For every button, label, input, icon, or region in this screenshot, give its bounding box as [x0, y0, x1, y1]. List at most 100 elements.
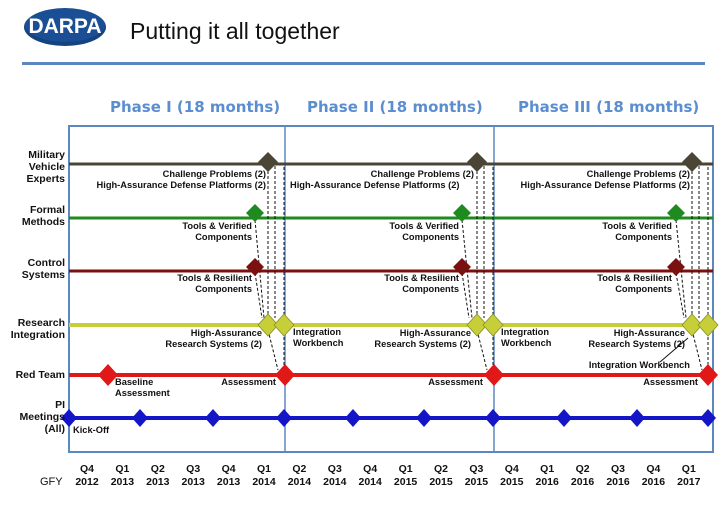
meeting-9 [629, 409, 645, 427]
milestone-formal-1 [246, 204, 264, 222]
quarter-year: 2013 [146, 476, 170, 488]
ann-integration-1b: Workbench [293, 338, 344, 348]
ann-baseline-2: Assessment [115, 388, 170, 398]
quarter-q: Q3 [610, 463, 625, 475]
ann-challenge-3: Challenge Problems (2) [586, 169, 690, 179]
quarter-q: Q1 [115, 463, 130, 475]
quarter-year: 2015 [429, 476, 453, 488]
milestone-assessment-2 [484, 364, 504, 386]
meeting-2 [132, 409, 148, 427]
ann-ha-research-2: High-Assurance [399, 328, 471, 338]
quarter-year: 2017 [677, 476, 701, 488]
ann-assessment-3: Assessment [643, 377, 698, 387]
meeting-kickoff [61, 409, 77, 427]
phase-2-header: Phase II (18 months) [307, 98, 483, 116]
milestone-challenge-1 [258, 152, 278, 172]
milestone-formal-3 [667, 204, 685, 222]
quarter-year: 2014 [358, 476, 382, 488]
milestone-ri-1a [257, 313, 279, 337]
quarter-year: 2015 [464, 476, 489, 488]
row-label-formal: Formal Methods [21, 204, 65, 228]
ann-ha-systems-1: Research Systems (2) [165, 339, 262, 349]
ann-integration-workbench-3: Integration Workbench [588, 360, 690, 370]
row-label-red-team: Red Team [15, 369, 65, 381]
meeting-3 [205, 409, 221, 427]
quarter-q: Q1 [681, 463, 696, 475]
ann-platforms-1: High-Assurance Defense Platforms (2) [96, 180, 266, 190]
timeline-frame [68, 125, 714, 453]
ann-challenge-2: Challenge Problems (2) [370, 169, 474, 179]
quarter-year: 2013 [216, 476, 241, 488]
ann-baseline-1: Baseline [115, 377, 154, 387]
ann-components-r3: Components [615, 284, 672, 294]
meeting-5 [345, 409, 361, 427]
milestone-control-3 [667, 258, 685, 276]
quarter-year: 2016 [570, 476, 595, 488]
ann-components-v2: Components [402, 232, 459, 242]
phase-3-header: Phase III (18 months) [518, 98, 700, 116]
quarter-q: Q2 [150, 463, 165, 475]
dependency-arrows-phase-1 [254, 166, 285, 371]
quarter-q: Q3 [469, 463, 484, 475]
quarter-year: 2015 [393, 476, 418, 488]
title-divider [22, 62, 705, 65]
ann-platforms-2: High-Assurance Defense Platforms (2) [290, 180, 460, 190]
dependency-arrows-phase-3 [659, 166, 709, 371]
meeting-7 [485, 409, 501, 427]
milestone-ri-2b [482, 313, 504, 337]
ann-tools-verified-3: Tools & Verified [602, 221, 672, 231]
quarter-q: Q3 [327, 463, 342, 475]
quarter-q: Q3 [186, 463, 201, 475]
milestone-control-2 [453, 258, 471, 276]
phase-1-header: Phase I (18 months) [110, 98, 281, 116]
row-label-research: Research Integration [10, 317, 65, 341]
axis-label-gfy: GFY [40, 476, 63, 488]
quarter-year: 2014 [323, 476, 347, 488]
milestone-challenge-2 [467, 152, 487, 172]
ann-tools-resilient-3: Tools & Resilient [597, 273, 672, 283]
ann-tools-resilient-1: Tools & Resilient [177, 273, 252, 283]
ann-tools-verified-2: Tools & Verified [389, 221, 459, 231]
quarter-q: Q4 [79, 463, 94, 475]
quarter-q: Q1 [256, 463, 271, 475]
milestone-assessment-1 [275, 364, 295, 386]
milestone-control-1 [246, 258, 264, 276]
page-title: Putting it all together [130, 18, 340, 44]
ann-assessment-1: Assessment [221, 377, 276, 387]
ann-components-r1: Components [195, 284, 252, 294]
ann-integration-2b: Workbench [501, 338, 552, 348]
ann-ha-systems-2: Research Systems (2) [374, 339, 471, 349]
milestone-ri-3a [681, 313, 703, 337]
meeting-8 [556, 409, 572, 427]
quarter-q: Q4 [504, 463, 519, 475]
quarter-year: 2013 [181, 476, 205, 488]
quarter-year: 2013 [110, 476, 135, 488]
ann-kickoff: Kick-Off [73, 425, 110, 435]
quarter-year: 2016 [535, 476, 559, 488]
ann-ha-systems-3: Research Systems (2) [588, 339, 685, 349]
milestone-ri-2a [466, 313, 488, 337]
quarter-q: Q4 [646, 463, 661, 475]
milestone-ri-1b [273, 313, 295, 337]
row-label-pi-meetings: PI Meetings (All) [19, 399, 65, 435]
milestone-ri-3b [697, 313, 719, 337]
quarter-year: 2014 [287, 476, 312, 488]
quarter-q: Q2 [292, 463, 307, 475]
quarter-year: 2012 [75, 476, 99, 488]
quarter-q: Q2 [433, 463, 448, 475]
